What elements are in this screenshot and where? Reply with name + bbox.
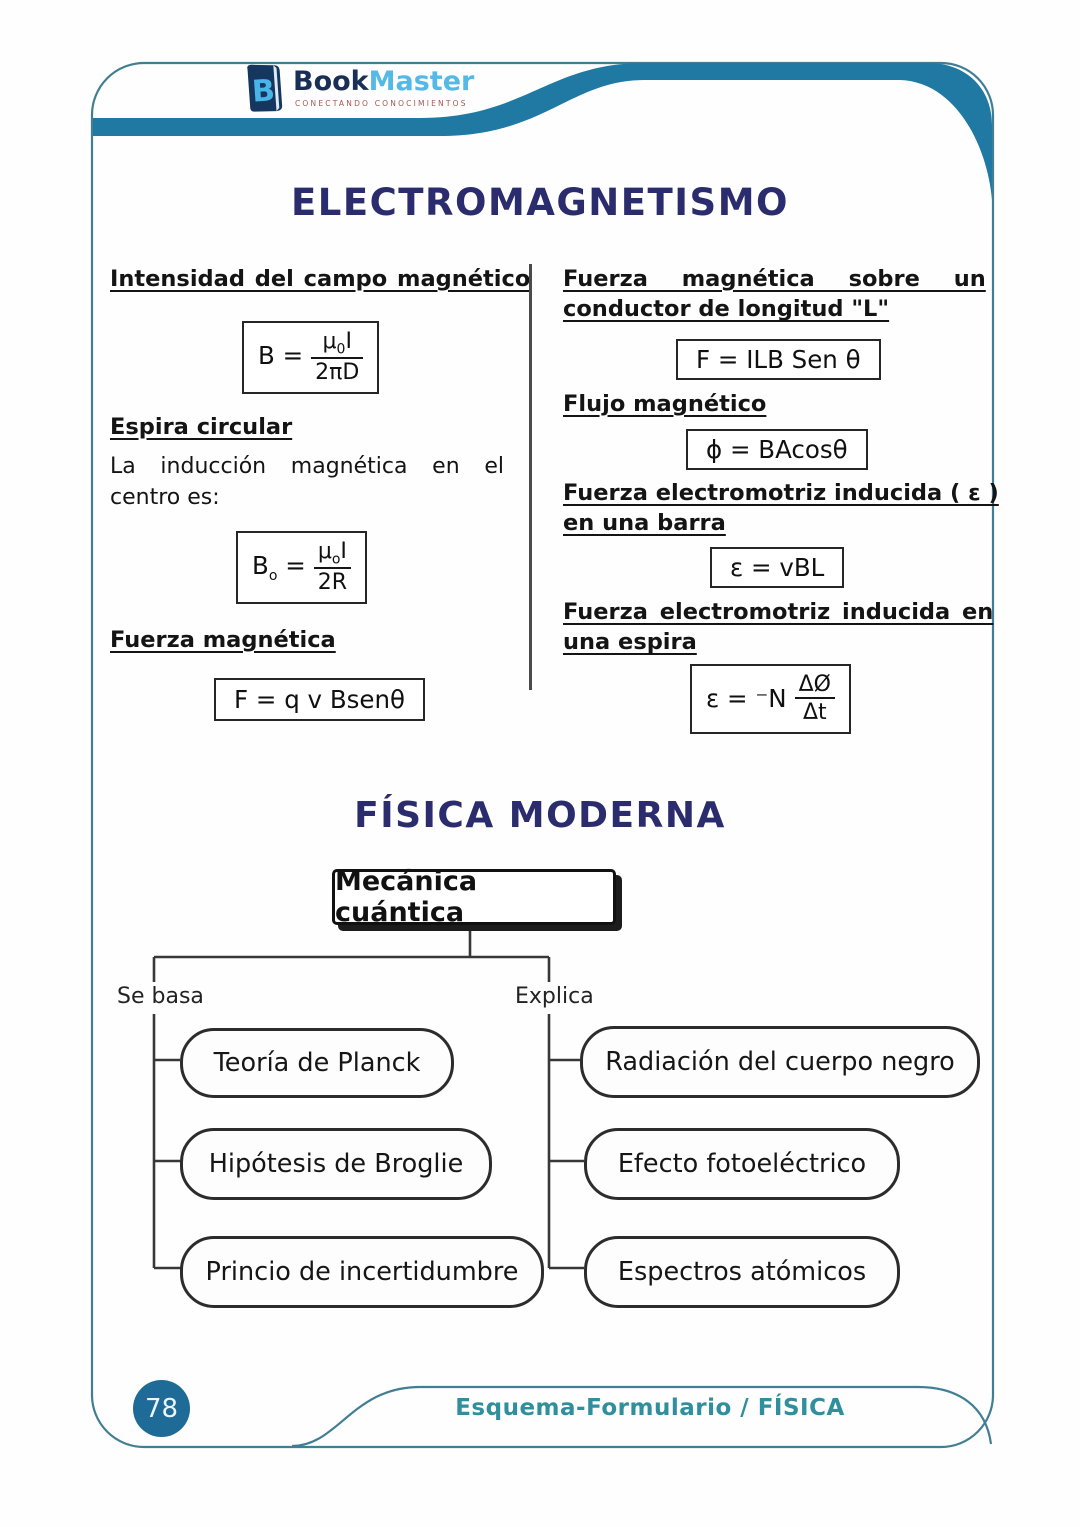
pill-teoria-de-planck: Teoría de Planck bbox=[180, 1028, 454, 1098]
concept-root-mecanica-cuantica: Mecánica cuántica bbox=[332, 866, 616, 928]
heading-fem-inducida-espira: Fuerza electromotriz inducida en una esp… bbox=[563, 599, 994, 656]
pill-principio-incertidumbre: Princio de incertidumbre bbox=[180, 1236, 544, 1308]
formula-fuerza-conductor: F = ILB Sen θ bbox=[676, 339, 881, 380]
formula-espira-circular: Bo = μoI 2R bbox=[236, 531, 368, 604]
section-title-electromagnetismo: ELECTROMAGNETISMO bbox=[291, 181, 789, 224]
logo-text-book: Book bbox=[293, 66, 369, 97]
header-swoosh-band bbox=[93, 63, 992, 200]
formula-campo-magnetico: B = μ0I 2πD bbox=[242, 321, 380, 394]
heading-fuerza-sobre-conductor: Fuerza magnética sobre un conductor de l… bbox=[563, 266, 986, 323]
heading-intensidad-campo-magnetico: Intensidad del campo magnético bbox=[110, 266, 531, 292]
formula-flujo-magnetico: ϕ = BAcosθ bbox=[686, 429, 868, 470]
section-title-fisica-moderna: FÍSICA MODERNA bbox=[354, 795, 726, 836]
branch-label-explica: Explica bbox=[512, 984, 597, 1009]
formula-fuerza-magnetica: F = q v Bsenθ bbox=[214, 678, 425, 721]
heading-flujo-magnetico: Flujo magnético bbox=[563, 391, 767, 417]
book-icon-letter: B bbox=[251, 73, 276, 110]
heading-fem-inducida-barra: Fuerza electromotriz inducida ( ε ) en u… bbox=[563, 480, 999, 537]
column-divider bbox=[529, 264, 532, 690]
pill-radiacion-cuerpo-negro: Radiación del cuerpo negro bbox=[580, 1026, 980, 1098]
heading-fuerza-magnetica: Fuerza magnética bbox=[110, 627, 336, 653]
espira-circular-body: La inducción magnética en el centro es: bbox=[110, 454, 504, 510]
logo-text-master: Master bbox=[368, 66, 475, 97]
formula-fem-barra: ε = vBL bbox=[710, 547, 845, 588]
footer-label: Esquema-Formulario / FÍSICA bbox=[455, 1395, 845, 1421]
pill-hipotesis-de-broglie: Hipótesis de Broglie bbox=[180, 1128, 492, 1200]
pill-espectros-atomicos: Espectros atómicos bbox=[584, 1236, 900, 1308]
pill-efecto-fotoelectrico: Efecto fotoeléctrico bbox=[584, 1128, 900, 1200]
fraction: ΔØ Δt bbox=[794, 672, 835, 726]
book-icon: B bbox=[239, 61, 287, 120]
branch-label-se-basa: Se basa bbox=[114, 984, 207, 1009]
heading-espira-circular: Espira circular bbox=[110, 414, 293, 440]
fraction: μ0I 2πD bbox=[311, 329, 364, 386]
formula-fem-espira: ε = ⁻N ΔØ Δt bbox=[690, 664, 851, 734]
fraction: μoI 2R bbox=[313, 539, 352, 596]
page-number-badge: 78 bbox=[133, 1380, 190, 1437]
bookmaster-logo: B BookMaster conectando conocimientos bbox=[241, 62, 474, 118]
logo-tagline: conectando conocimientos bbox=[295, 99, 468, 108]
